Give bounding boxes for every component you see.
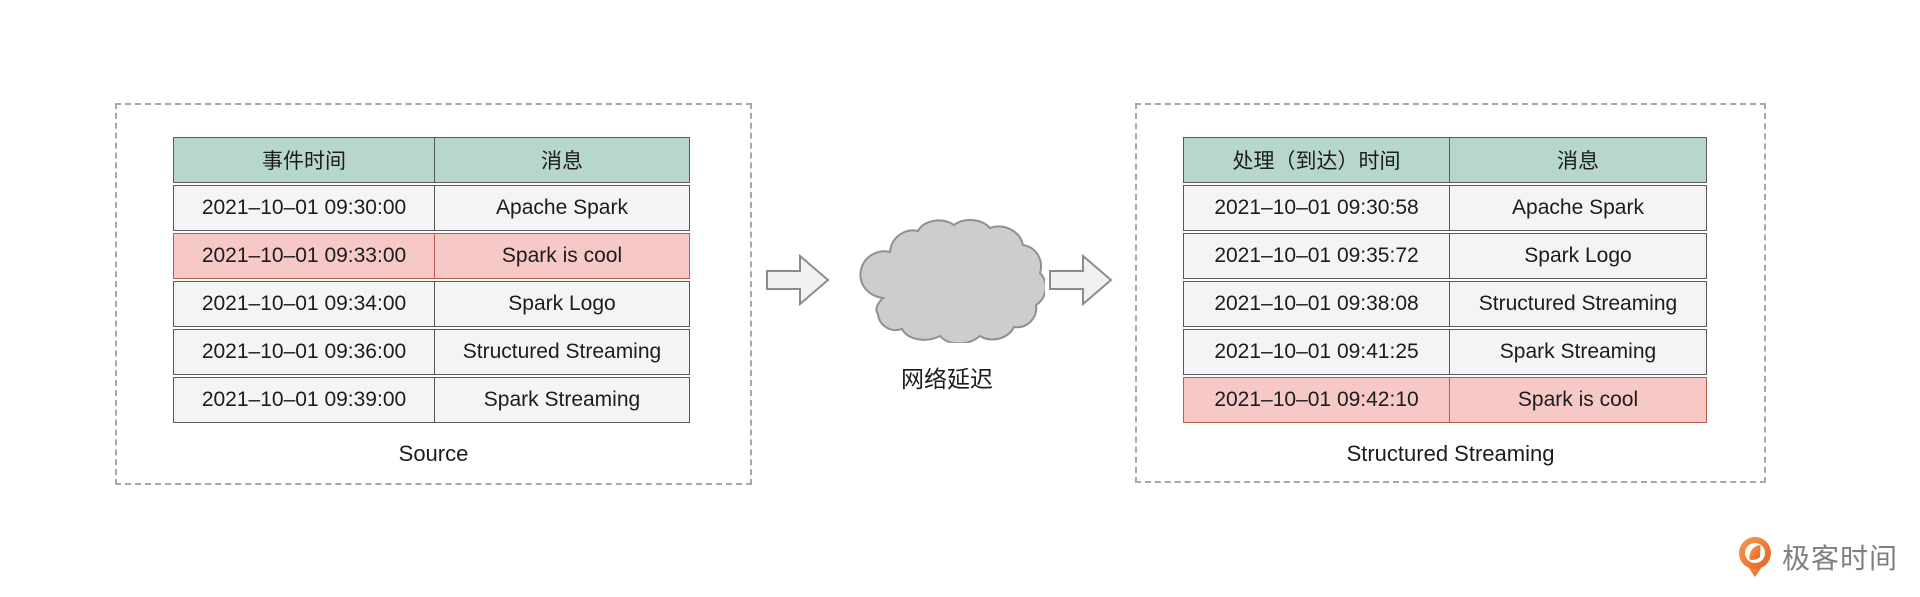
- table-header-row: 处理（到达）时间 消息: [1183, 137, 1707, 183]
- table-row: 2021–10–01 09:35:72 Spark Logo: [1183, 233, 1707, 279]
- table-row: 2021–10–01 09:30:58 Apache Spark: [1183, 185, 1707, 231]
- source-caption: Source: [398, 441, 469, 466]
- structured-streaming-panel: 处理（到达）时间 消息 2021–10–01 09:30:58 Apache S…: [1135, 103, 1766, 483]
- table-row-highlighted: 2021–10–01 09:33:00 Spark is cool: [173, 233, 690, 279]
- processing-time-cell: 2021–10–01 09:41:25: [1183, 329, 1450, 375]
- source-panel: 事件时间 消息 2021–10–01 09:30:00 Apache Spark…: [115, 103, 752, 485]
- table-row: 2021–10–01 09:36:00 Structured Streaming: [173, 329, 690, 375]
- network-cloud-icon: [859, 219, 1045, 343]
- table-row: 2021–10–01 09:39:00 Spark Streaming: [173, 377, 690, 423]
- processing-time-table: 处理（到达）时间 消息 2021–10–01 09:30:58 Apache S…: [1183, 137, 1707, 423]
- header-event-time: 事件时间: [173, 137, 435, 183]
- geektime-logo-text: 极客时间: [1782, 543, 1899, 574]
- network-delay-label: 网络延迟: [901, 366, 993, 392]
- event-time-cell: 2021–10–01 09:34:00: [173, 281, 435, 327]
- message-cell: Spark Logo: [435, 281, 690, 327]
- message-cell: Spark Logo: [1450, 233, 1707, 279]
- header-message: 消息: [1450, 137, 1707, 183]
- message-cell: Apache Spark: [1450, 185, 1707, 231]
- event-time-cell: 2021–10–01 09:39:00: [173, 377, 435, 423]
- message-cell: Spark Streaming: [435, 377, 690, 423]
- right-arrow-icon: [1049, 254, 1113, 306]
- header-processing-time: 处理（到达）时间: [1183, 137, 1450, 183]
- table-row: 2021–10–01 09:38:08 Structured Streaming: [1183, 281, 1707, 327]
- geektime-logo: 极客时间: [1737, 536, 1898, 578]
- header-message: 消息: [435, 137, 690, 183]
- event-time-cell: 2021–10–01 09:33:00: [173, 233, 435, 279]
- processing-time-cell: 2021–10–01 09:42:10: [1183, 377, 1450, 423]
- message-cell: Structured Streaming: [1450, 281, 1707, 327]
- event-time-cell: 2021–10–01 09:36:00: [173, 329, 435, 375]
- geektime-logo-icon: [1739, 537, 1771, 577]
- message-cell: Structured Streaming: [435, 329, 690, 375]
- message-cell: Apache Spark: [435, 185, 690, 231]
- event-time-cell: 2021–10–01 09:30:00: [173, 185, 435, 231]
- table-header-row: 事件时间 消息: [173, 137, 690, 183]
- message-cell: Spark Streaming: [1450, 329, 1707, 375]
- processing-time-cell: 2021–10–01 09:30:58: [1183, 185, 1450, 231]
- table-row: 2021–10–01 09:34:00 Spark Logo: [173, 281, 690, 327]
- message-cell: Spark is cool: [435, 233, 690, 279]
- table-row-highlighted: 2021–10–01 09:42:10 Spark is cool: [1183, 377, 1707, 423]
- structured-streaming-caption: Structured Streaming: [1346, 441, 1555, 466]
- table-row: 2021–10–01 09:41:25 Spark Streaming: [1183, 329, 1707, 375]
- processing-time-cell: 2021–10–01 09:38:08: [1183, 281, 1450, 327]
- right-arrow-icon: [766, 254, 830, 306]
- message-cell: Spark is cool: [1450, 377, 1707, 423]
- table-row: 2021–10–01 09:30:00 Apache Spark: [173, 185, 690, 231]
- event-time-table: 事件时间 消息 2021–10–01 09:30:00 Apache Spark…: [173, 137, 690, 423]
- processing-time-cell: 2021–10–01 09:35:72: [1183, 233, 1450, 279]
